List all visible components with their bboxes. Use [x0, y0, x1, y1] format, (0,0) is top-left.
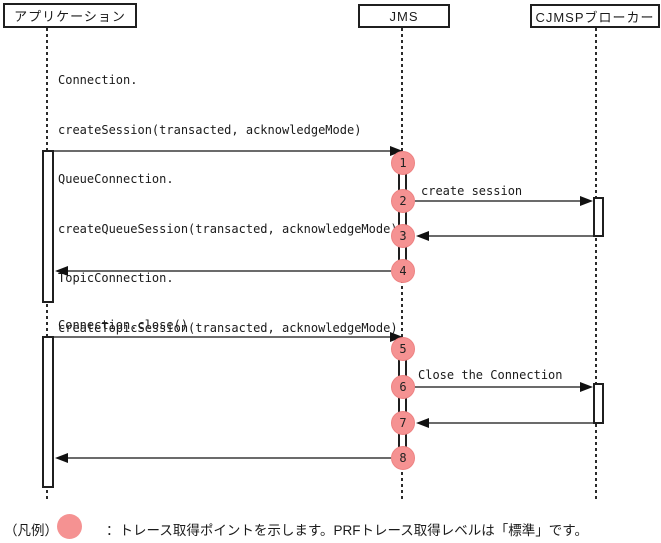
trace-point-5: 5 — [391, 337, 415, 361]
activation-bar-application-1 — [42, 150, 54, 303]
arrowhead-right-icon — [390, 146, 403, 156]
activation-bar-jms-1 — [398, 163, 407, 271]
legend-prefix: （凡例） — [4, 523, 58, 538]
trace-point-number: 7 — [399, 416, 407, 430]
trace-point-2: 2 — [391, 189, 415, 213]
actor-box-jms: JMS — [358, 4, 450, 28]
activation-bar-jms-2 — [398, 349, 407, 458]
trace-point-number: 8 — [399, 451, 407, 465]
arrowhead-left-icon — [55, 453, 68, 463]
arrow-line-jms-to-broker-create — [415, 200, 582, 202]
message-line: createSession(transacted, acknowledgeMod… — [58, 122, 362, 137]
activation-bar-broker-2 — [593, 383, 604, 424]
arrow-line-broker-to-jms-return-2 — [428, 422, 593, 424]
activation-bar-application-2 — [42, 336, 54, 488]
message-line: createQueueSession(transacted, acknowled… — [58, 221, 398, 236]
arrowhead-right-icon — [580, 196, 593, 206]
arrowhead-right-icon — [390, 332, 403, 342]
trace-point-number: 2 — [399, 194, 407, 208]
trace-point-4: 4 — [391, 259, 415, 283]
lifeline-cjmsp-broker — [595, 28, 597, 500]
trace-point-6: 6 — [391, 375, 415, 399]
trace-point-legend-icon — [57, 514, 82, 539]
arrow-line-jms-to-app-return-1 — [67, 270, 391, 272]
actor-label-application: アプリケーション — [14, 9, 126, 24]
arrow-line-app-to-jms-create — [42, 150, 392, 152]
message-text-create-session: create session — [421, 184, 523, 198]
activation-bar-broker-1 — [593, 197, 604, 237]
trace-point-1: 1 — [391, 151, 415, 175]
message-text-create-session-calls: Connection. createSession(transacted, ac… — [58, 39, 398, 369]
trace-point-3: 3 — [391, 224, 415, 248]
trace-point-number: 5 — [399, 342, 407, 356]
message-text-connection-close: Connection.close() — [58, 318, 189, 332]
trace-point-8: 8 — [391, 446, 415, 470]
arrow-line-broker-to-jms-return-1 — [428, 235, 593, 237]
actor-box-application: アプリケーション — [3, 3, 137, 28]
arrow-line-app-to-jms-close — [42, 336, 392, 338]
message-line: createTopicSession(transacted, acknowled… — [58, 320, 398, 335]
message-text-close-the-connection: Close the Connection — [418, 368, 563, 382]
actor-label-cjmsp-broker: CJMSPブローカー — [535, 9, 655, 25]
message-line: TopicConnection. — [58, 271, 174, 285]
arrow-line-jms-to-app-return-2 — [67, 457, 391, 459]
legend-description: ：トレース取得ポイントを示します。PRFトレース取得レベルは「標準」です。 — [106, 523, 588, 538]
arrowhead-left-icon — [55, 266, 68, 276]
actor-label-jms: JMS — [389, 8, 419, 24]
arrowhead-right-icon — [580, 382, 593, 392]
trace-point-number: 1 — [399, 156, 407, 170]
trace-point-number: 6 — [399, 380, 407, 394]
trace-point-number: 3 — [399, 229, 407, 243]
message-line: Connection. — [58, 73, 138, 87]
arrowhead-left-icon — [416, 231, 429, 241]
actor-box-cjmsp-broker: CJMSPブローカー — [530, 4, 660, 28]
arrow-line-jms-to-broker-close — [415, 386, 582, 388]
trace-point-number: 4 — [399, 264, 407, 278]
message-line: QueueConnection. — [58, 172, 174, 186]
arrowhead-left-icon — [416, 418, 429, 428]
trace-point-7: 7 — [391, 411, 415, 435]
